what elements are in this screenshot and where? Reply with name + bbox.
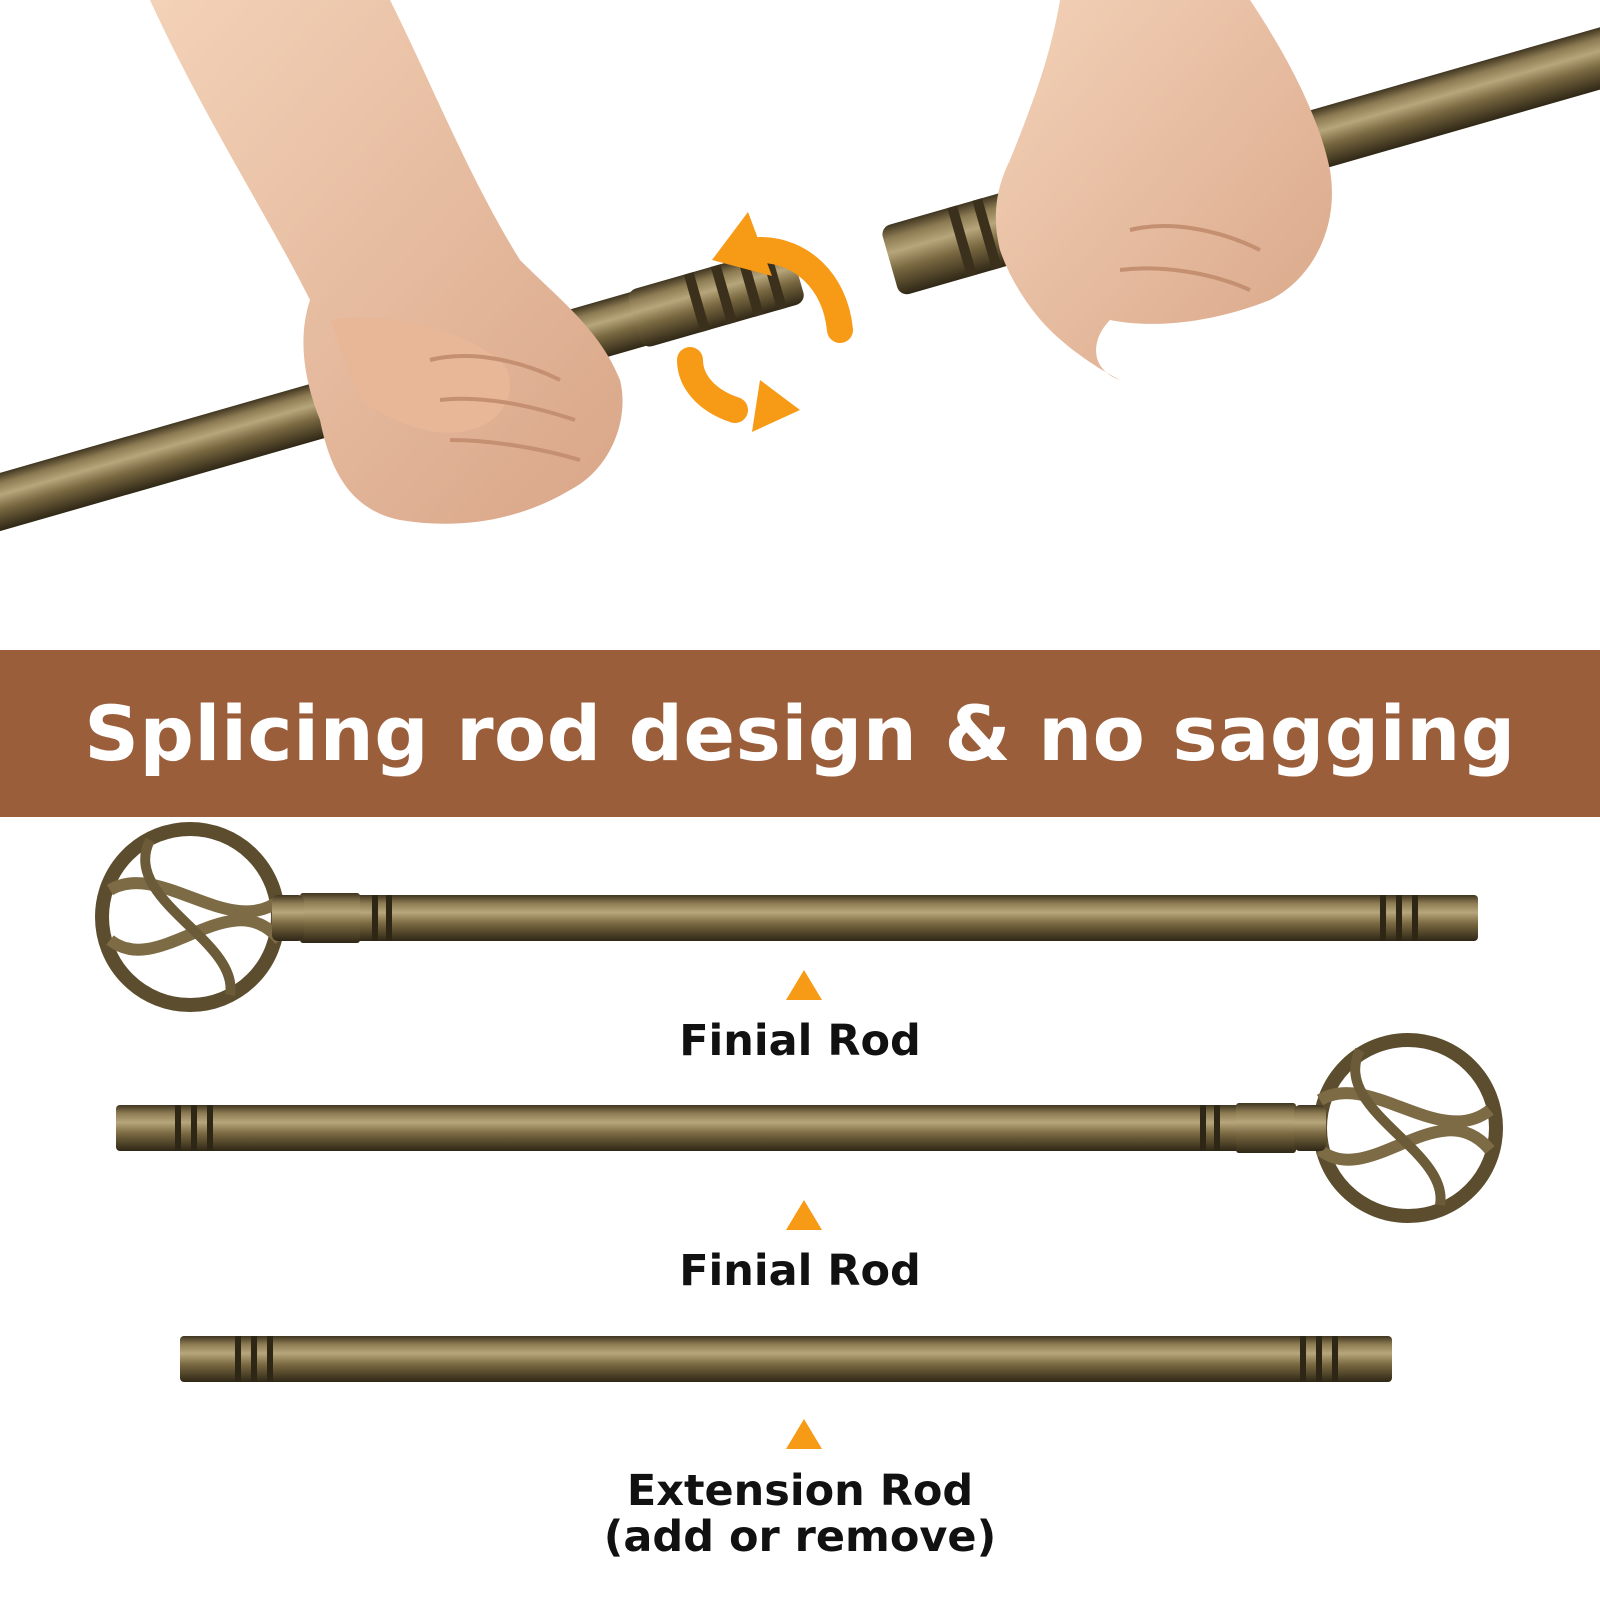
- triangle-up-icon: [786, 1200, 822, 1230]
- left-hand: [150, 0, 623, 524]
- finial-rod-label-1: Finial Rod: [679, 1016, 921, 1066]
- splice-photo: [0, 0, 1600, 539]
- banner-background: [0, 650, 1600, 817]
- extension-rod: [180, 1336, 1392, 1382]
- finial-rod-2: [116, 1033, 1503, 1223]
- right-hand: [995, 0, 1332, 380]
- triangle-up-icon: [786, 970, 822, 1000]
- extension-rod-label-line-1: Extension Rod: [626, 1466, 974, 1516]
- banner: Splicing rod design & no sagging: [0, 650, 1600, 817]
- finial-rod-1: [95, 822, 1478, 1012]
- finial-rod-label-2: Finial Rod: [679, 1246, 921, 1296]
- extension-rod-label: Extension Rod (add or remove): [0, 1468, 1600, 1560]
- triangle-up-icon: [786, 1419, 822, 1449]
- rotate-arrows-icon: [677, 212, 853, 432]
- banner-title: Splicing rod design & no sagging: [84, 689, 1516, 778]
- cage-finial: [1294, 1033, 1503, 1223]
- cage-finial: [95, 822, 304, 1012]
- extension-rod-label-line-2: (add or remove): [603, 1512, 997, 1562]
